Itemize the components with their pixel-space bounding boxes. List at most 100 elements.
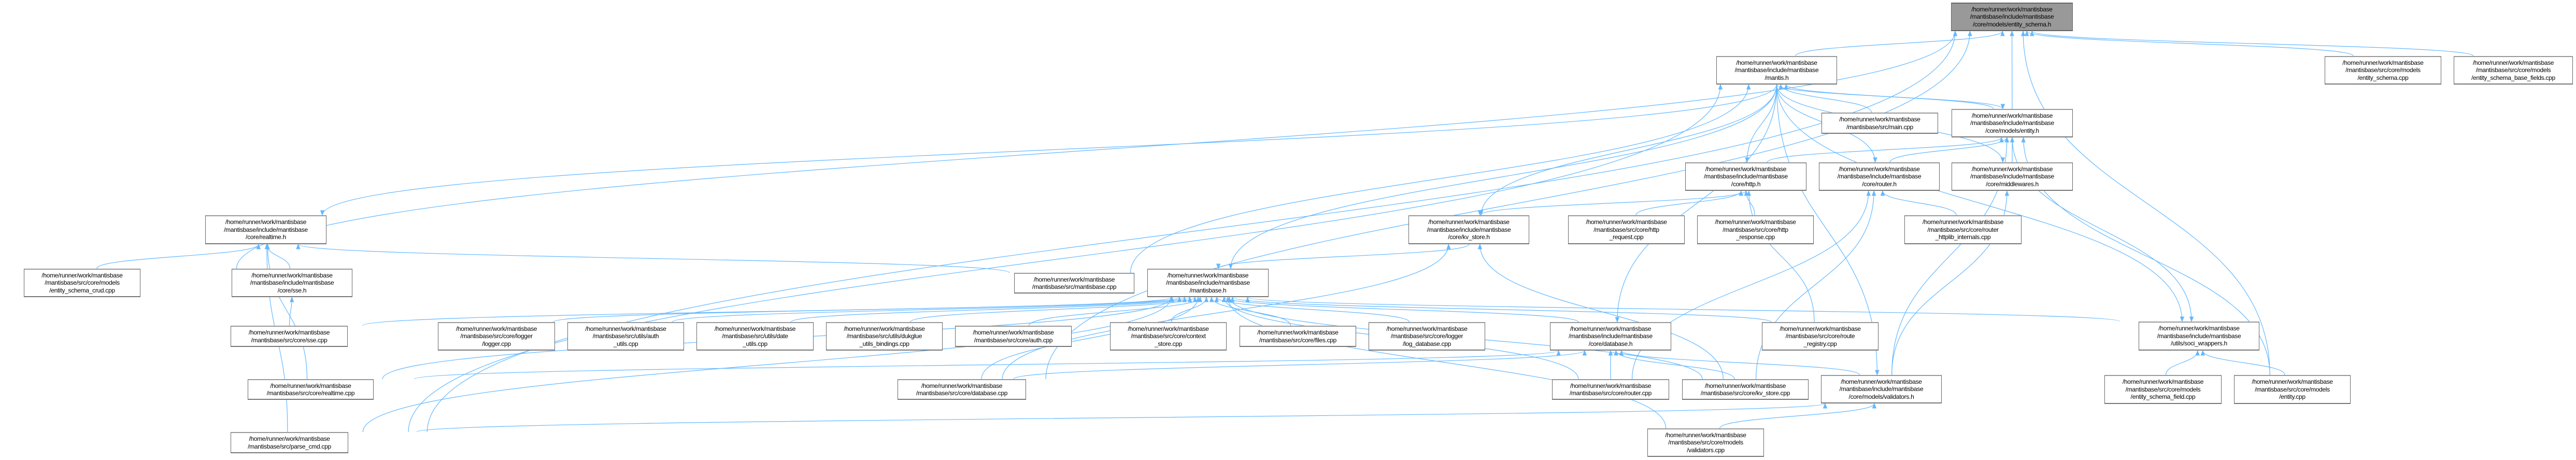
node-mantisbase-cpp[interactable]: /home/runner/work/mantisbase/mantisbase/… [1014, 273, 1134, 294]
edge-esf_cpp-to-soci_wrappers_h [2165, 350, 2200, 375]
edge-database_cpp-to-mantisbase_h [981, 296, 1201, 380]
node-route-registry-cpp[interactable]: /home/runner/work/mantisbase/mantisbase/… [1762, 322, 1878, 351]
edge-http_request_cpp-to-http_h [1635, 190, 1744, 216]
node-label-line: /core/models/validators.h [1848, 393, 1914, 400]
node-sse-h[interactable]: /home/runner/work/mantisbase/mantisbase/… [232, 269, 352, 297]
node-files-cpp[interactable]: /home/runner/work/mantisbase/mantisbase/… [1240, 326, 1356, 347]
node-label-line: /mantisbase/include/mantisbase [1837, 173, 1922, 180]
node-database-h[interactable]: /home/runner/work/mantisbase/mantisbase/… [1550, 322, 1671, 351]
node-parse-cmd-cpp[interactable]: /home/runner/work/mantisbase/mantisbase/… [231, 432, 348, 453]
edge-auth_cpp-to-mantisbase_h [1028, 296, 1203, 326]
node-validators-cpp[interactable]: /home/runner/work/mantisbase/mantisbase/… [1647, 428, 1764, 457]
node-label-line: /entity.cpp [2279, 393, 2305, 401]
node-entity-h[interactable]: /home/runner/work/mantisbase/mantisbase/… [1952, 109, 2073, 137]
edge-esbf_cpp-to-root [2030, 30, 2474, 57]
edge-sse_h-to-realtime_h [264, 243, 291, 269]
node-label-line: /mantisbase/src/core/database.cpp [916, 389, 1008, 397]
node-kv-store-h[interactable]: /home/runner/work/mantisbase/mantisbase/… [1408, 215, 1529, 244]
node-realtime-h[interactable]: /home/runner/work/mantisbase/mantisbase/… [205, 215, 326, 244]
node-root[interactable]: /home/runner/work/mantisbase/mantisbase/… [1951, 3, 2073, 31]
node-label-line: /home/runner/work/mantisbase [1705, 165, 1787, 173]
node-label-line: /mantisbase/src/parse_cmd.cpp [248, 442, 331, 450]
edge-auth_utils_cpp-to-mantisbase_h [672, 296, 1187, 323]
node-date-utils-cpp[interactable]: /home/runner/work/mantisbase/mantisbase/… [696, 322, 814, 351]
node-logger-cpp[interactable]: /home/runner/work/mantisbase/mantisbase/… [438, 322, 555, 351]
node-label-line: /core/kv_store.h [1448, 233, 1490, 241]
node-auth-cpp[interactable]: /home/runner/work/mantisbase/mantisbase/… [955, 326, 1072, 347]
node-realtime-cpp[interactable]: /home/runner/work/mantisbase/mantisbase/… [248, 379, 374, 400]
node-entity-schema-cpp[interactable]: /home/runner/work/mantisbase/mantisbase/… [2325, 56, 2441, 85]
node-label-line: /entity_schema.cpp [2357, 74, 2409, 81]
node-validators-h[interactable]: /home/runner/work/mantisbase/mantisbase/… [1821, 375, 1942, 403]
node-label-line: /home/runner/work/mantisbase [2252, 378, 2333, 386]
node-mantisbase-h[interactable]: /home/runner/work/mantisbase/mantisbase/… [1147, 269, 1269, 297]
node-kv-store-cpp[interactable]: /home/runner/work/mantisbase/mantisbase/… [1682, 379, 1809, 400]
node-label-line: /mantisbase/include/mantisbase [2157, 332, 2241, 340]
node-label-line: /mantisbase/src/core/route [1785, 332, 1855, 340]
node-router-h[interactable]: /home/runner/work/mantisbase/mantisbase/… [1819, 162, 1940, 191]
node-crud-cpp[interactable]: /home/runner/work/mantisbase/mantisbase/… [24, 269, 140, 297]
edge-database_cpp-to-root [1045, 30, 1972, 380]
edge-soci_wrappers_h-to-mantisbase_h [1245, 296, 2120, 322]
node-router-httplib-cpp[interactable]: /home/runner/work/mantisbase/mantisbase/… [1904, 215, 2022, 244]
node-mantis-h[interactable]: /home/runner/work/mantisbase/mantisbase/… [1716, 56, 1837, 85]
node-label-line: /mantisbase/src/core/models [1668, 439, 1743, 447]
node-label-line: /mantisbase/src/core/files.cpp [1259, 336, 1337, 344]
node-label-line: /mantisbase/include/mantisbase [1427, 226, 1511, 233]
node-label-line: _utils.cpp [743, 340, 767, 347]
node-label-line: /home/runner/work/mantisbase [1971, 111, 2053, 119]
node-label-line: /home/runner/work/mantisbase [844, 325, 925, 332]
node-label-line: /mantisbase/src/utils/auth [592, 332, 659, 340]
node-label-line: /home/runner/work/mantisbase [2122, 378, 2204, 386]
node-context-store-cpp[interactable]: /home/runner/work/mantisbase/mantisbase/… [1110, 322, 1227, 351]
node-label-line: /home/runner/work/mantisbase [1839, 116, 1920, 123]
node-label-line: /core/database.h [1588, 340, 1633, 347]
node-label-line: _httplib_internals.cpp [1935, 233, 1991, 241]
edge-parse_cmd_cpp-to-validators_h [416, 402, 1827, 433]
node-esf-cpp[interactable]: /home/runner/work/mantisbase/mantisbase/… [2104, 375, 2222, 404]
node-router-cpp[interactable]: /home/runner/work/mantisbase/mantisbase/… [1552, 379, 1669, 400]
edge-route_registry_cpp-to-http_h [1746, 190, 1815, 323]
node-label-line: /home/runner/work/mantisbase [270, 382, 351, 389]
node-label-line: /home/runner/work/mantisbase [2158, 325, 2240, 332]
node-label-line: /home/runner/work/mantisbase [41, 271, 123, 279]
edge-router_httplib_cpp-to-router_h [1880, 190, 1957, 216]
node-label-line: /core/models/entity.h [1985, 127, 2039, 134]
node-label-line: _response.cpp [1736, 233, 1775, 241]
node-http-response-cpp[interactable]: /home/runner/work/mantisbase/mantisbase/… [1697, 215, 1814, 244]
node-label-line: /home/runner/work/mantisbase [1839, 165, 1920, 173]
node-label-line: /core/middlewares.h [1986, 180, 2039, 188]
edge-mantis_h-to-root [1795, 30, 2005, 57]
node-label-line: /home/runner/work/mantisbase [1736, 59, 1817, 66]
node-label-line: /core/sse.h [277, 286, 307, 294]
node-http-h[interactable]: /home/runner/work/mantisbase/mantisbase/… [1685, 162, 1806, 191]
node-label-line: /mantisbase/src/core/models [2475, 66, 2551, 74]
node-esbf-cpp[interactable]: /home/runner/work/mantisbase/mantisbase/… [2454, 56, 2573, 85]
node-sse-cpp[interactable]: /home/runner/work/mantisbase/mantisbase/… [231, 326, 348, 347]
node-label-line: /home/runner/work/mantisbase [1570, 325, 1652, 332]
node-dukglue-cpp[interactable]: /home/runner/work/mantisbase/mantisbase/… [826, 322, 943, 351]
node-label-line: /home/runner/work/mantisbase [248, 329, 330, 336]
node-middlewares-h[interactable]: /home/runner/work/mantisbase/mantisbase/… [1952, 162, 2073, 191]
node-label-line: /home/runner/work/mantisbase [1167, 271, 1249, 279]
node-label-line: /home/runner/work/mantisbase [1841, 378, 1922, 385]
node-label-line: /home/runner/work/mantisbase [1386, 325, 1468, 332]
node-log-database-cpp[interactable]: /home/runner/work/mantisbase/mantisbase/… [1369, 322, 1485, 351]
node-label-line: _utils.cpp [613, 340, 638, 347]
node-auth-utils-cpp[interactable]: /home/runner/work/mantisbase/mantisbase/… [567, 322, 684, 351]
edge-date_utils_cpp-to-mantisbase_h [791, 296, 1192, 323]
node-label-line: /mantisbase/include/mantisbase [1970, 173, 2054, 180]
node-soci-wrappers-h[interactable]: /home/runner/work/mantisbase/mantisbase/… [2139, 322, 2259, 351]
node-label-line: /home/runner/work/mantisbase [714, 325, 796, 332]
node-label-line: /mantisbase/include/mantisbase [1704, 173, 1788, 180]
node-label-line: /entity_schema_field.cpp [2130, 393, 2196, 401]
edge-http_h-to-kv_store_h [1477, 190, 1746, 216]
node-main-cpp[interactable]: /home/runner/work/mantisbase/mantisbase/… [1821, 113, 1938, 134]
node-label-line: /mantisbase/include/mantisbase [250, 279, 334, 287]
node-database-cpp[interactable]: /home/runner/work/mantisbase/mantisbase/… [898, 379, 1026, 400]
node-http-request-cpp[interactable]: /home/runner/work/mantisbase/mantisbase/… [1568, 215, 1685, 244]
edge-sse_cpp-to-sse_h [289, 296, 294, 326]
node-label-line: /home/runner/work/mantisbase [921, 382, 1003, 389]
edge-route_registry_cpp-to-mantisbase_h [1230, 296, 1772, 323]
node-entity-cpp[interactable]: /home/runner/work/mantisbase/mantisbase/… [2234, 375, 2351, 404]
